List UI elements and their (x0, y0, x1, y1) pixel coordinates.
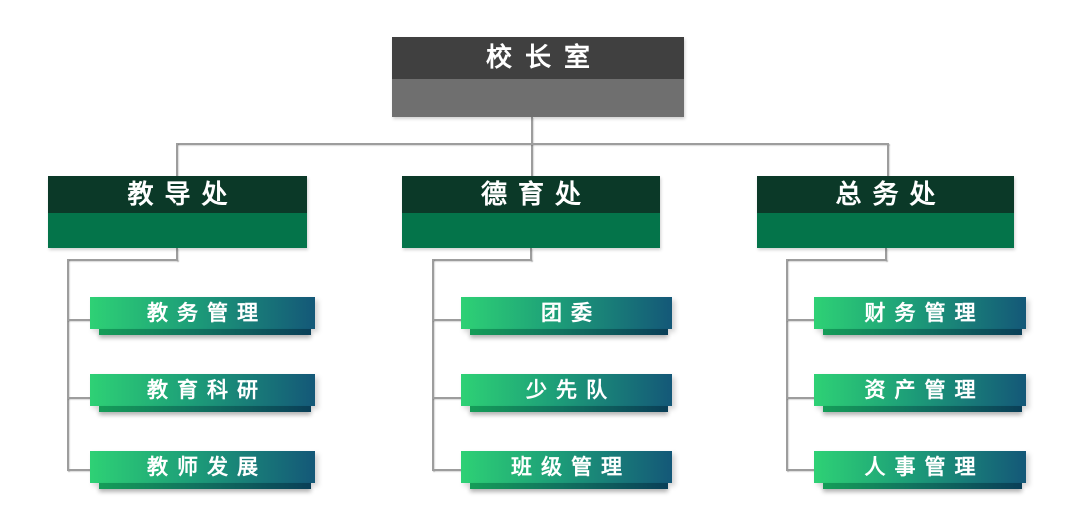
sub-item-label: 班级管理 (511, 455, 631, 479)
sub-item-label: 团委 (541, 301, 601, 325)
bar-3d-edge (823, 329, 1022, 335)
bar-3d-edge (823, 406, 1022, 412)
connector-line (176, 143, 178, 176)
dept-band (757, 213, 1014, 248)
connector-line (67, 259, 178, 261)
connector-line (786, 469, 814, 471)
dept-band (48, 213, 307, 248)
bar-3d-edge (99, 329, 311, 335)
sub-item-box[interactable]: 少先队 (461, 374, 672, 412)
sub-item-label: 人事管理 (864, 455, 985, 479)
connector-line (432, 259, 434, 471)
connector-line (786, 397, 814, 399)
connector-line (786, 259, 788, 471)
connector-line (786, 259, 887, 261)
org-root-band (392, 79, 684, 117)
sub-item-box[interactable]: 教务管理 (90, 297, 315, 335)
org-root-box[interactable]: 校长室 (392, 37, 684, 117)
connector-line (67, 469, 90, 471)
sub-item-label: 资产管理 (864, 378, 985, 402)
connector-line (67, 259, 69, 471)
bar-3d-edge (823, 483, 1022, 489)
sub-item-box[interactable]: 教育科研 (90, 374, 315, 412)
bar-3d-edge (470, 406, 668, 412)
connector-line (530, 248, 532, 261)
sub-item-box[interactable]: 财务管理 (814, 297, 1026, 335)
sub-item-label: 财务管理 (864, 301, 985, 325)
dept-label: 总务处 (757, 176, 1014, 213)
bar-3d-edge (99, 483, 311, 489)
dept-box-jiaodaochu[interactable]: 教导处 (48, 176, 307, 248)
dept-label: 教导处 (48, 176, 307, 213)
connector-line (67, 397, 90, 399)
sub-item-label: 教师发展 (147, 455, 267, 479)
connector-line (176, 143, 889, 145)
connector-line (432, 397, 461, 399)
connector-line (531, 117, 533, 176)
sub-item-label: 教育科研 (147, 378, 267, 402)
sub-item-box[interactable]: 班级管理 (461, 451, 672, 489)
dept-box-zongwuchu[interactable]: 总务处 (757, 176, 1014, 248)
org-root-label: 校长室 (392, 37, 684, 79)
connector-line (432, 319, 461, 321)
connector-line (432, 469, 461, 471)
sub-item-box[interactable]: 教师发展 (90, 451, 315, 489)
bar-3d-edge (470, 329, 668, 335)
connector-line (885, 248, 887, 261)
connector-line (786, 319, 814, 321)
sub-item-label: 教务管理 (147, 301, 267, 325)
dept-label: 德育处 (402, 176, 660, 213)
sub-item-box[interactable]: 人事管理 (814, 451, 1026, 489)
connector-line (67, 319, 90, 321)
bar-3d-edge (470, 483, 668, 489)
connector-line (432, 259, 532, 261)
connector-line (887, 143, 889, 176)
sub-item-box[interactable]: 资产管理 (814, 374, 1026, 412)
dept-band (402, 213, 660, 248)
bar-3d-edge (99, 406, 311, 412)
sub-item-box[interactable]: 团委 (461, 297, 672, 335)
dept-box-deyuchu[interactable]: 德育处 (402, 176, 660, 248)
sub-item-label: 少先队 (526, 378, 616, 402)
connector-line (176, 248, 178, 261)
